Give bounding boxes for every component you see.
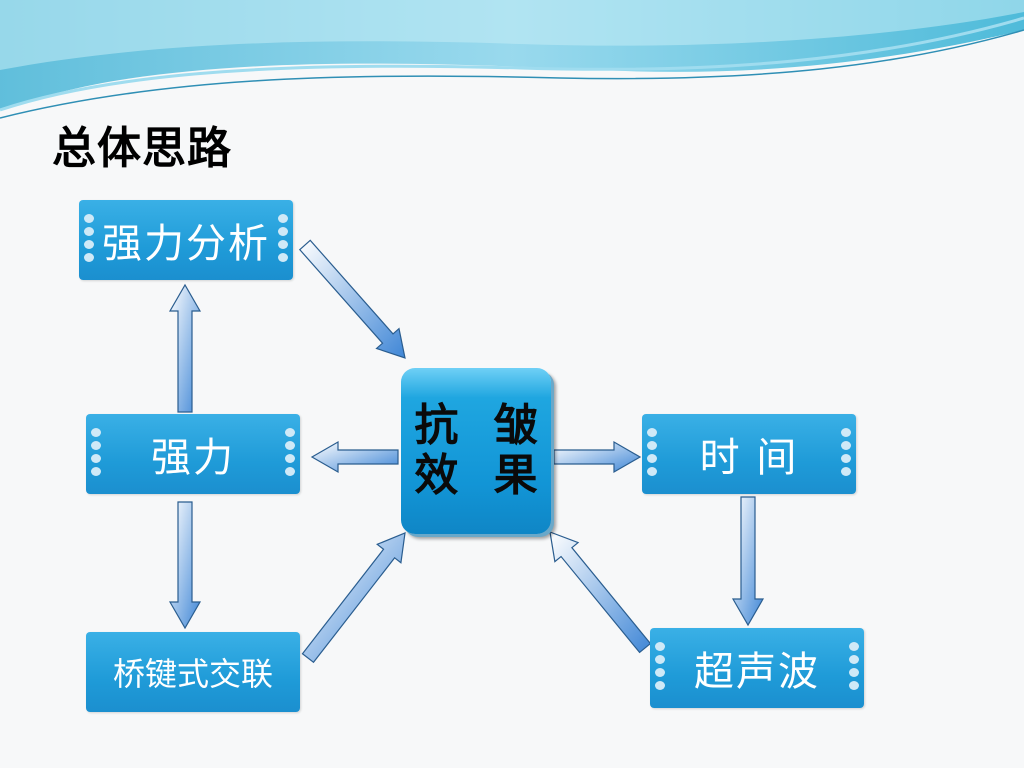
arrow-crosslink-to-center [301, 532, 406, 664]
arrow-ultrasound-to-center [549, 531, 652, 654]
arrow-analysis-to-center [298, 239, 406, 359]
node-strength: 强力 [86, 414, 300, 494]
arrow-strength-to-analysis [168, 283, 202, 413]
node-strength-analysis: 强力分析 [79, 200, 293, 280]
arrow-strength-to-crosslink [168, 501, 202, 630]
header-wave-decoration [0, 0, 1024, 119]
node-ultrasound: 超声波 [650, 628, 864, 708]
node-crosslink-label: 桥键式交联 [112, 655, 273, 693]
arrow-center-to-time [553, 440, 642, 474]
center-line-2: 效 果 [414, 450, 548, 501]
node-crosslink: 桥键式交联 [86, 632, 300, 712]
page-title: 总体思路 [52, 123, 232, 174]
center-node-anti-wrinkle: 抗 皱 效 果 [401, 368, 551, 534]
center-line-1: 抗 皱 [414, 400, 548, 451]
node-strength-analysis-label: 强力分析 [102, 221, 270, 267]
arrow-time-to-ultrasound [731, 496, 765, 627]
node-strength-label: 强力 [151, 435, 235, 481]
node-ultrasound-label: 超声波 [694, 649, 820, 695]
node-time: 时 间 [642, 414, 856, 494]
node-time-label: 时 间 [699, 435, 799, 481]
arrow-center-to-strength [310, 440, 399, 474]
